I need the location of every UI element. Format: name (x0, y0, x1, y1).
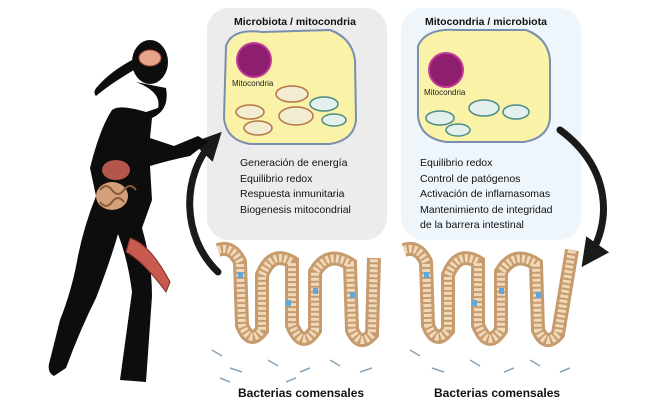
right-function-item: de la barrera intestinal (420, 219, 524, 231)
right-cell-illustration (417, 28, 551, 143)
left-cell-illustration (222, 28, 358, 145)
right-functions-list: Equilibrio redox Control de patógenos Ac… (420, 156, 553, 234)
left-function-item: Respuesta inmunitaria (240, 188, 345, 200)
right-function-item: Mantenimiento de integridad (420, 203, 553, 216)
left-mitochondria-label: Mitocondria (232, 79, 274, 88)
arrow-up-left (186, 131, 222, 276)
intestinal-villi-right (401, 241, 579, 373)
left-function-item: Biogenesis mitocondrial (240, 203, 351, 216)
right-mitochondria-label: Mitocondria (424, 88, 466, 97)
right-function-item: Equilibrio redox (420, 157, 493, 169)
left-panel-title: Microbiota / mitocondria (234, 16, 356, 28)
left-function-item: Equilibrio redox (240, 172, 313, 185)
left-function-item: Generación de energía (240, 157, 348, 169)
digestive-organs-icon (96, 160, 137, 210)
intestinal-villi-left (211, 241, 381, 383)
left-functions-list: Generación de energía Equilibrio redox R… (240, 156, 351, 218)
bottom-left-caption: Bacterias comensales (238, 386, 365, 400)
arrow-down-right (556, 126, 610, 268)
brain-icon (138, 49, 162, 67)
right-function-item: Control de patógenos (420, 172, 521, 185)
right-function-item: Activación de inflamasomas (420, 188, 551, 200)
muscle-icon (125, 237, 171, 294)
bottom-right-caption: Bacterias comensales (434, 386, 561, 400)
runner-silhouette (48, 40, 208, 382)
right-panel-title: Mitocondria / microbiota (425, 16, 547, 28)
